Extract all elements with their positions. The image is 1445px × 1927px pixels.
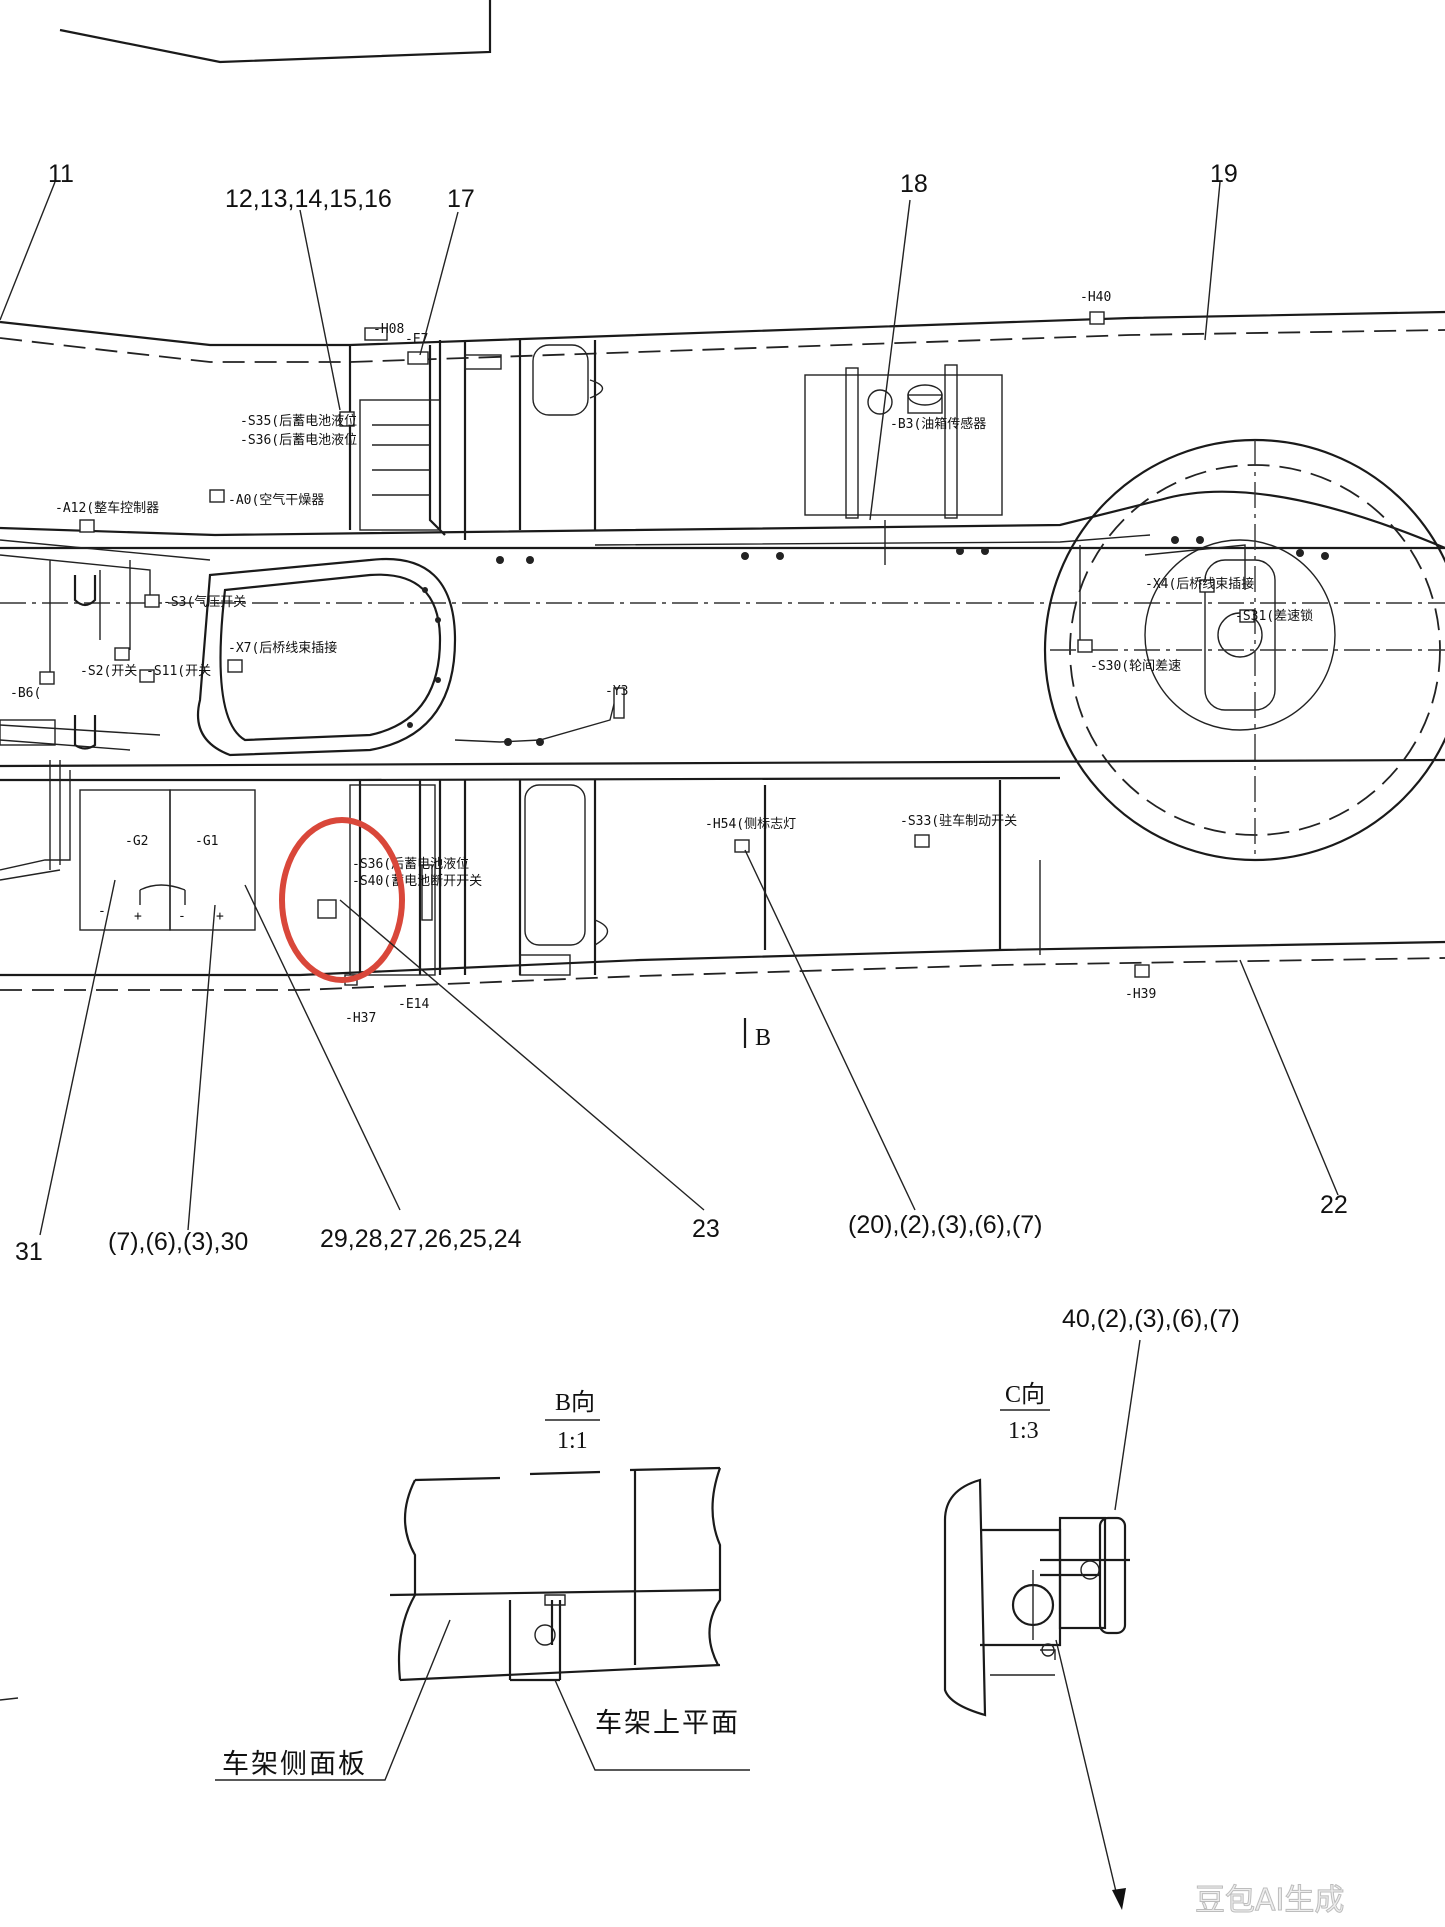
callout-30: (7),(6),(3),30 — [108, 1228, 248, 1256]
tag-h54: -H54(侧标志灯 — [705, 817, 796, 832]
section-b-view: B向 1:1 — [389, 1389, 722, 1682]
callout-18: 18 — [900, 170, 928, 198]
battery-box: -G2 -G1 - + - + — [79, 789, 256, 931]
callout-19: 19 — [1210, 160, 1238, 188]
side-panel-leader — [215, 1619, 451, 1781]
section-b-scale: 1:1 — [557, 1428, 588, 1454]
callout-24-29: 29,28,27,26,25,24 — [320, 1225, 522, 1253]
tag-s40: -S40(蓄电池断开开关 — [352, 874, 482, 889]
battery-minus-right: - — [178, 909, 186, 924]
tag-b6: -B6( — [10, 686, 41, 701]
edge-tick — [0, 1697, 19, 1701]
left-harness — [0, 539, 211, 881]
tag-y3: -Y3 — [605, 684, 628, 699]
tag-e14: -E14 — [398, 997, 429, 1012]
tag-a0: -A0(空气干燥器 — [228, 492, 324, 508]
tag-s3: -S3(气压开关 — [163, 594, 246, 610]
tag-h37: -H37 — [345, 1011, 376, 1026]
tag-s30: -S30(轮间差速 — [1090, 659, 1181, 674]
tag-s35: -S35(后蓄电池液位 — [240, 414, 357, 429]
tag-b3: -B3(油箱传感器 — [890, 416, 986, 432]
fuel-tank — [804, 364, 1003, 519]
tag-s11: -S11(开关 — [146, 664, 211, 679]
label-top-plane: 车架上平面 — [595, 1708, 740, 1739]
harness-dots — [454, 520, 1329, 955]
callout-31: 31 — [15, 1238, 43, 1266]
ladder-plate-upper — [359, 344, 604, 531]
section-c-view: C向 1:3 — [943, 1381, 1130, 1717]
callout-23: 23 — [692, 1215, 720, 1243]
callout-40: 40,(2),(3),(6),(7) — [1062, 1305, 1240, 1333]
label-side-panel: 车架侧面板 — [222, 1749, 367, 1780]
callout-22: 22 — [1320, 1191, 1348, 1219]
watermark-text: 豆包AI生成 — [1195, 1883, 1344, 1918]
title-block-fragment — [59, 0, 492, 64]
tag-s33: -S33(驻车制动开关 — [900, 813, 1017, 829]
tag-h08: -H08 — [373, 322, 404, 337]
battery-plus-left: + — [134, 909, 142, 924]
battery-minus-left: - — [98, 904, 106, 919]
tag-s36: -S36(后蓄电池液位 — [352, 857, 469, 872]
battery-plus-right: + — [216, 909, 224, 924]
tag-x4: -X4(后桥线束插接 — [1145, 576, 1254, 592]
tag-s2: -S2(开关 — [80, 664, 137, 679]
tag-h39: -H39 — [1125, 987, 1156, 1002]
ladder-plate-lower — [349, 784, 609, 976]
section-c-scale: 1:3 — [1008, 1418, 1039, 1444]
u-harness — [196, 557, 457, 757]
battery-g1-label: -G1 — [195, 834, 218, 849]
section-b-marker: B — [755, 1025, 771, 1051]
callout-17: 17 — [447, 185, 475, 213]
leader-lines — [0, 181, 1339, 1511]
callout-12-16: 12,13,14,15,16 — [225, 185, 392, 213]
tag-a12: -A12(整车控制器 — [55, 500, 159, 516]
frame-outline — [0, 310, 1445, 991]
callout-20: (20),(2),(3),(6),(7) — [848, 1211, 1042, 1239]
arrow-head-icon — [1112, 1888, 1126, 1910]
top-plane-leader — [554, 1679, 750, 1771]
tag-boxes — [39, 311, 1255, 986]
callout-11: 11 — [48, 160, 74, 188]
section-c-title: C向 — [1005, 1381, 1045, 1408]
tag-s36-top: -S36(后蓄电池液位 — [240, 433, 357, 448]
rear-axle — [1043, 438, 1445, 862]
section-b-title: B向 — [555, 1389, 595, 1416]
tag-s31: -S31(差速锁 — [1235, 608, 1313, 624]
tag-x7: -X7(后桥线束插接 — [228, 640, 337, 656]
battery-g2-label: -G2 — [125, 834, 148, 849]
tag-h40: -H40 — [1080, 290, 1111, 305]
highlight-circle — [279, 817, 405, 983]
section-c-arrow — [1055, 1639, 1119, 1901]
